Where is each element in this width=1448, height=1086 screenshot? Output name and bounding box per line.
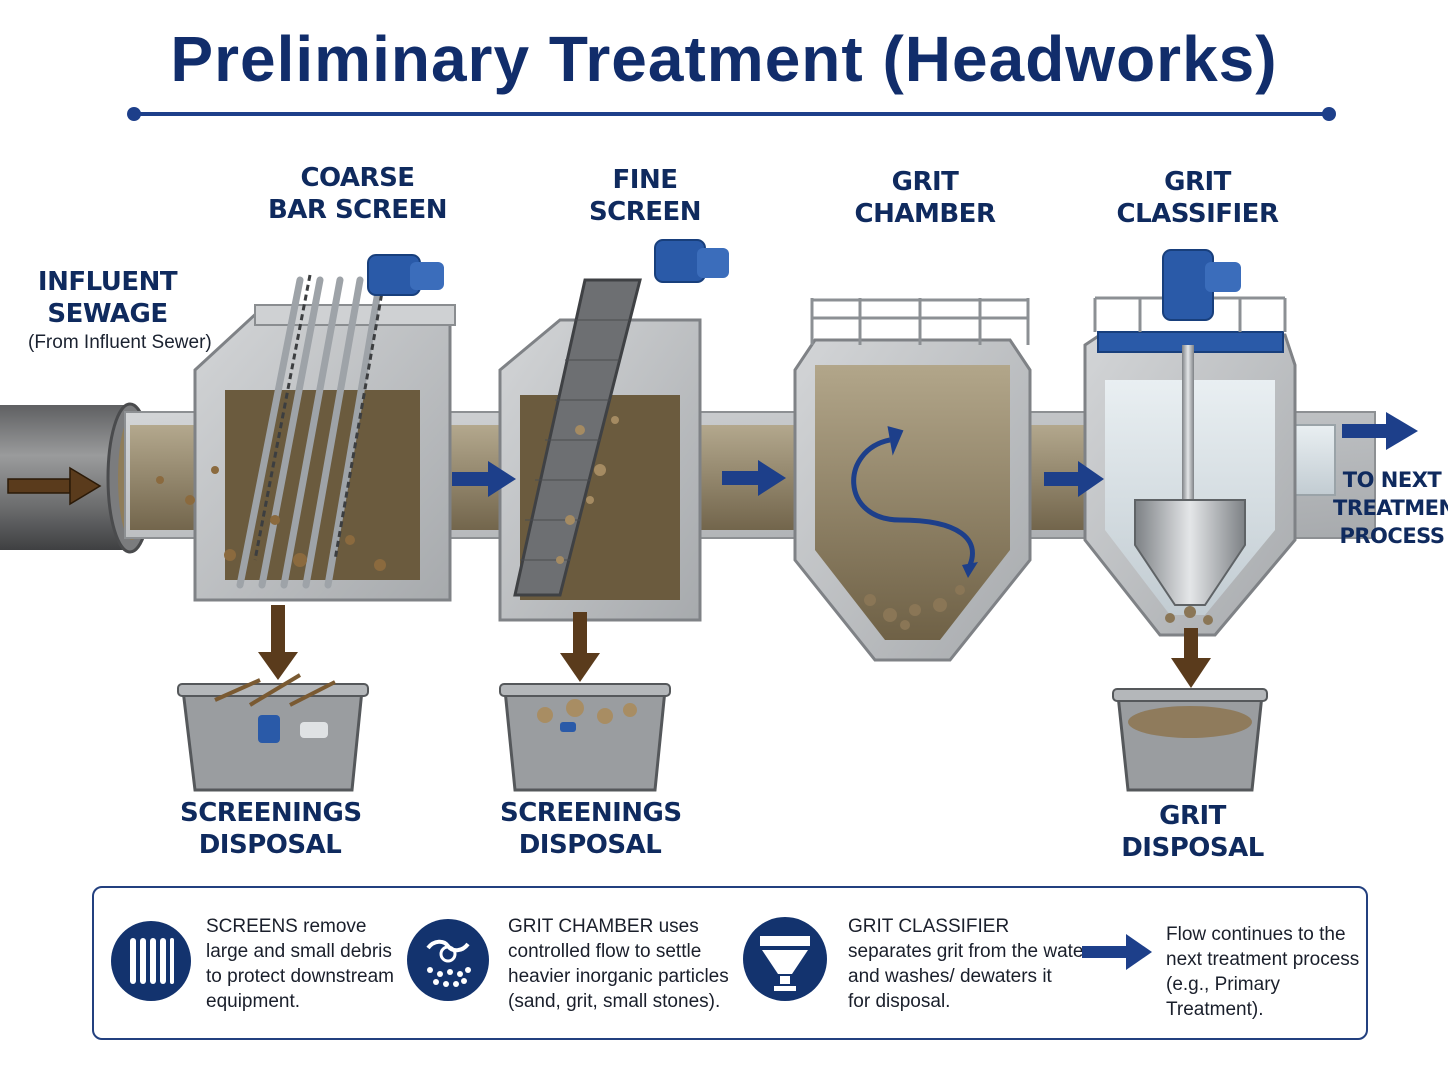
screen-bars-icon — [111, 921, 191, 1001]
classifier-funnel-icon — [743, 917, 827, 1001]
flow-arrow-out — [1342, 412, 1418, 450]
screenings-bin-1 — [177, 673, 369, 792]
flow-arrow-1 — [452, 461, 516, 497]
disposal-arrow-3 — [1171, 628, 1211, 688]
flow-arrow-2 — [722, 460, 786, 496]
process-diagram — [0, 239, 1418, 792]
fine-screen — [498, 239, 729, 622]
disposal-arrow-1 — [258, 605, 298, 680]
page-title: Preliminary Treatment (Headworks) — [170, 23, 1278, 95]
title-underline — [133, 112, 1329, 116]
disposal-arrow-2 — [560, 612, 600, 682]
influent-sub-label: (From Influent Sewer) — [28, 332, 212, 353]
next-process-label: TO NEXTTREATMENTPROCESS — [1333, 468, 1448, 548]
grit-bin — [1112, 688, 1268, 792]
settling-particles-icon — [407, 919, 489, 1001]
underline-left-dot — [127, 107, 141, 121]
screenings-bin-2 — [499, 683, 671, 792]
underline-right-dot — [1322, 107, 1336, 121]
coarse-bar-screen — [156, 254, 456, 602]
grit-chamber — [793, 298, 1032, 662]
flow-arrow-3 — [1044, 461, 1104, 497]
grit-classifier — [1083, 249, 1297, 637]
flow-arrow-icon — [1082, 934, 1152, 970]
flow-arrow-influent — [7, 466, 102, 506]
